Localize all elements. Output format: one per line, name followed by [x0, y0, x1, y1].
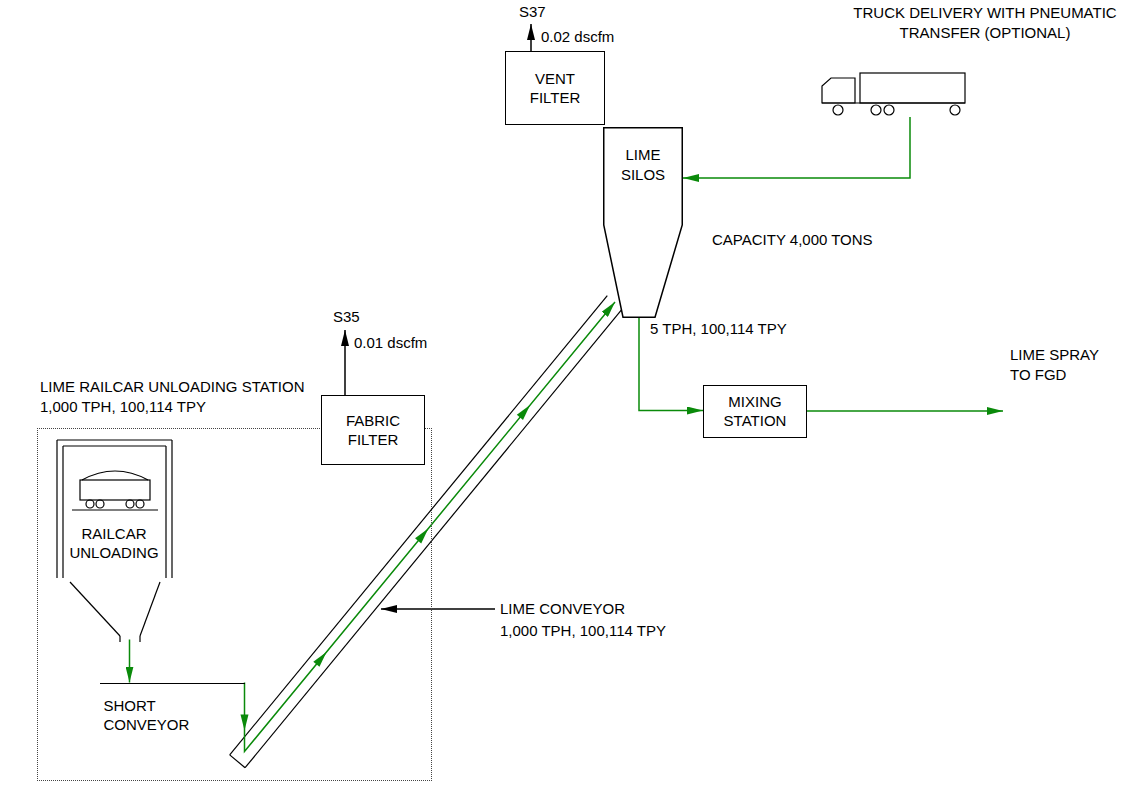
note-label: 0.01 dscfm [354, 333, 427, 353]
note-label: LIME SPRAY TO FGD [1010, 345, 1114, 384]
node-label: FABRIC FILTER [328, 411, 418, 450]
truck-illustration [822, 73, 965, 115]
node-label: LIME RAILCAR UNLOADING STATION [40, 377, 370, 397]
flow-arrowhead [517, 405, 530, 420]
fabric-filter-box: FABRIC FILTER [321, 395, 425, 465]
note-label: 0.02 dscfm [541, 27, 614, 47]
flow-connector [129, 640, 131, 683]
flow-connector-group [683, 117, 910, 178]
output-arrow [805, 410, 1003, 412]
note-label: 1,000 TPH, 100,114 TPY [500, 621, 666, 641]
mixing-station-box: MIXING STATION [703, 385, 807, 438]
node-label: VENT FILTER [512, 69, 598, 108]
flow-connector-group [241, 302, 616, 752]
flow-arrowhead [241, 715, 249, 731]
note-label: CAPACITY 4,000 TONS [712, 230, 873, 250]
unloading-station-region: LIME RAILCAR UNLOADING STATION1,000 TPH,… [37, 428, 432, 781]
flow-rate-label: 5 TPH, 100,114 TPY [648, 319, 789, 339]
truck-delivery: TRUCK DELIVERY WITH PNEUMATIC TRANSFER (… [820, 3, 1138, 117]
railcar [72, 471, 158, 510]
node-label: MIXING STATION [710, 392, 800, 431]
short-conveyor: SHORT CONVEYOR [100, 683, 245, 743]
railcar-unloading: RAILCAR UNLOADING [57, 440, 172, 640]
unloading-hopper [70, 582, 160, 642]
lime-silo: LIME SILOS [603, 127, 683, 318]
flow-connector [683, 117, 910, 178]
flow-arrowhead [313, 652, 326, 667]
node-label: TRUCK DELIVERY WITH PNEUMATIC TRANSFER (… [835, 3, 1135, 42]
node-label: LIME SILOS [608, 145, 678, 184]
flow-arrowhead [415, 528, 428, 543]
flow-connector-group [129, 640, 130, 683]
stack-arrow [344, 330, 346, 395]
stack-id: S37 [519, 2, 546, 22]
silo-shape [604, 128, 683, 318]
conveyor-belt [230, 296, 623, 768]
callout-arrow [381, 608, 495, 610]
node-label: RAILCAR UNLOADING [57, 524, 172, 563]
vent-filter-box: VENT FILTER [505, 51, 605, 125]
stack-id: S35 [333, 307, 360, 327]
node-label: SHORT CONVEYOR [104, 696, 204, 735]
stack-arrow [530, 24, 532, 51]
node-sublabel: 1,000 TPH, 100,114 TPY [40, 397, 370, 417]
flow-connector [245, 302, 616, 752]
railcar-building [57, 440, 172, 578]
note-label: LIME CONVEYOR [500, 599, 625, 619]
